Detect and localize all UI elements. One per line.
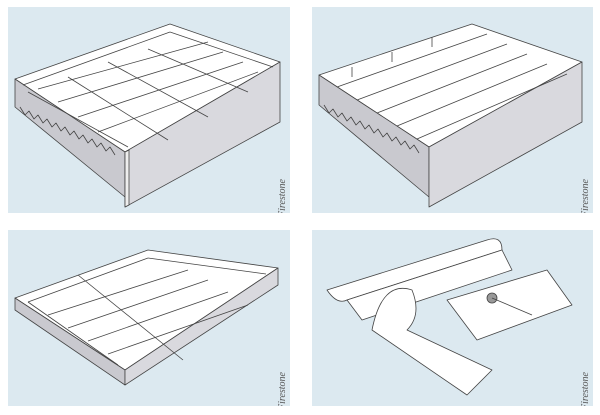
panel-roof-adhered: Firestone bbox=[312, 7, 593, 213]
panel-roof-mechanically-attached: Firestone bbox=[8, 7, 290, 213]
membrane-rolls-illustration bbox=[326, 238, 573, 396]
roof-illustration-1 bbox=[14, 23, 281, 208]
firestone-label: Firestone bbox=[277, 179, 288, 213]
firestone-label: Firestone bbox=[580, 179, 591, 213]
roof-illustration-2 bbox=[318, 23, 583, 208]
firestone-label: Firestone bbox=[580, 372, 591, 406]
panel-roof-ballasted: Firestone bbox=[8, 230, 290, 406]
roof-illustration-3 bbox=[14, 249, 279, 386]
panel-membrane-rolls: Firestone bbox=[312, 230, 593, 406]
firestone-label: Firestone bbox=[277, 372, 288, 406]
